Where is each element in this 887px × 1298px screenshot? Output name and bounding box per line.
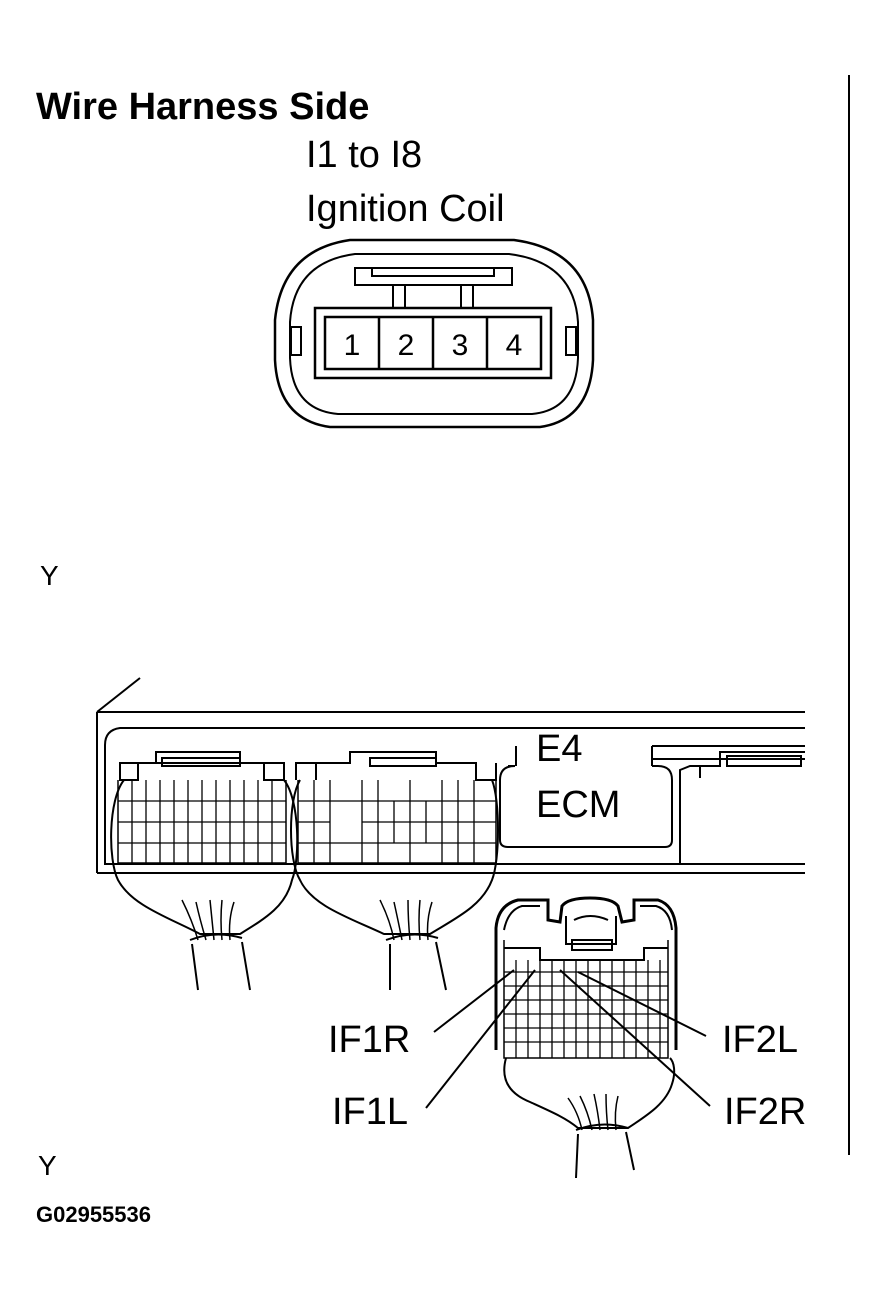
color-mark-top: Y [40, 560, 59, 591]
coil-pin-3: 3 [452, 329, 469, 362]
ignition-coil-label: Ignition Coil [306, 188, 505, 230]
figure-code: G02955536 [36, 1202, 151, 1227]
ecm-label: ECM [536, 784, 621, 826]
coil-pin-4: 4 [506, 329, 523, 362]
leader-if2l [577, 971, 707, 1037]
ecm-connector-id: E4 [536, 728, 583, 770]
terminal-label-if1r: IF1R [328, 1019, 411, 1061]
terminal-label-if2l: IF2L [722, 1019, 799, 1061]
terminal-label-if1l: IF1L [332, 1091, 409, 1133]
coil-pin-2: 2 [398, 329, 415, 362]
e4-harness-connector [494, 896, 678, 1179]
ecm-connector-b [290, 751, 499, 991]
coil-pin-1: 1 [344, 329, 361, 362]
terminal-label-if2r: IF2R [724, 1091, 807, 1133]
ecm-housing [96, 677, 805, 874]
leader-if1l [425, 969, 536, 1109]
diagram-title: Wire Harness Side [36, 86, 370, 128]
leader-if2r [559, 969, 711, 1107]
ecm-connector-a [110, 751, 299, 991]
color-mark-bottom: Y [38, 1150, 57, 1181]
ignition-coil-connector-id: I1 to I8 [306, 134, 423, 176]
leader-if1r [433, 969, 515, 1033]
ignition-coil-connector [273, 238, 595, 429]
